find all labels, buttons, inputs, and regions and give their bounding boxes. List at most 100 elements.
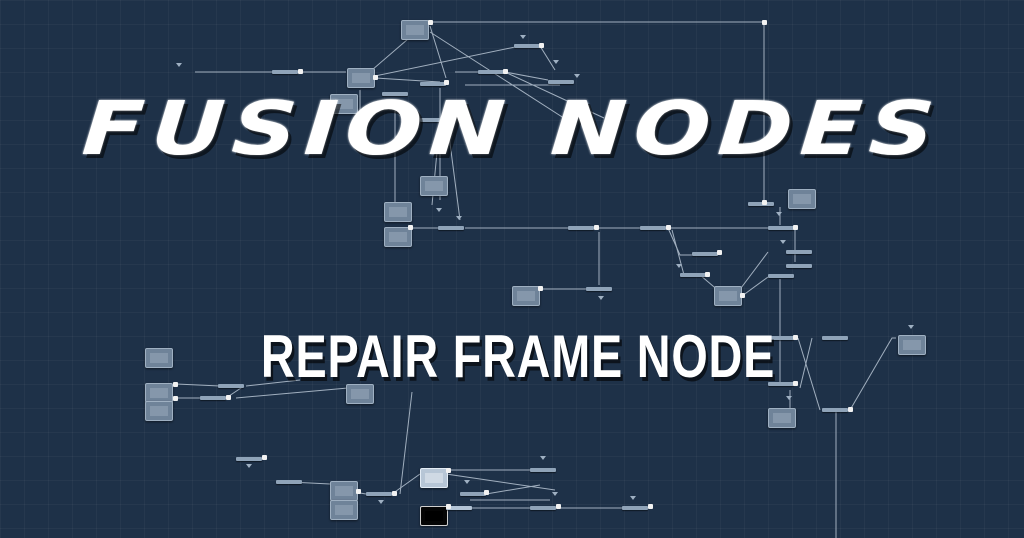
node-bar[interactable]: [692, 252, 718, 256]
node-bar[interactable]: [640, 226, 666, 230]
node-bar[interactable]: [568, 226, 594, 230]
node-tile[interactable]: [346, 384, 374, 404]
node-tile[interactable]: [145, 401, 173, 421]
output-port-icon[interactable]: [793, 335, 798, 340]
node-bar[interactable]: [768, 226, 794, 230]
node-bar[interactable]: [822, 408, 848, 412]
output-port-icon[interactable]: [705, 272, 710, 277]
output-port-icon[interactable]: [666, 225, 671, 230]
node-tile[interactable]: [512, 286, 540, 306]
node-bar[interactable]: [438, 226, 464, 230]
node-bar[interactable]: [366, 492, 392, 496]
node-bar[interactable]: [276, 480, 302, 484]
node-tile[interactable]: [330, 500, 358, 520]
banner-subtitle: REPAIR FRAME NODE: [260, 323, 776, 390]
node-tile[interactable]: [330, 94, 358, 114]
input-arrow-icon: [676, 264, 682, 268]
output-port-icon[interactable]: [740, 293, 745, 298]
output-port-icon[interactable]: [428, 20, 433, 25]
input-arrow-icon: [436, 208, 442, 212]
node-tile[interactable]: [420, 176, 448, 196]
node-bar[interactable]: [460, 492, 486, 496]
node-tile[interactable]: [768, 408, 796, 428]
input-arrow-icon: [598, 296, 604, 300]
node-tile[interactable]: [145, 348, 173, 368]
input-arrow-icon: [630, 496, 636, 500]
input-arrow-icon: [540, 456, 546, 460]
node-bar[interactable]: [478, 70, 504, 74]
node-bar[interactable]: [446, 506, 472, 510]
output-port-icon[interactable]: [408, 225, 413, 230]
input-arrow-icon: [456, 216, 462, 220]
output-port-icon[interactable]: [298, 69, 303, 74]
output-port-icon[interactable]: [173, 396, 178, 401]
node-bar[interactable]: [200, 396, 226, 400]
output-port-icon[interactable]: [356, 489, 361, 494]
banner-title: FUSION NODES: [79, 86, 945, 172]
node-bar[interactable]: [272, 70, 298, 74]
output-port-icon[interactable]: [262, 455, 267, 460]
output-port-icon[interactable]: [484, 490, 489, 495]
node-bar[interactable]: [236, 457, 262, 461]
output-port-icon[interactable]: [446, 504, 451, 509]
node-bar[interactable]: [786, 250, 812, 254]
node-tile[interactable]: [384, 202, 412, 222]
node-tile[interactable]: [788, 189, 816, 209]
node-bar[interactable]: [420, 118, 446, 122]
input-arrow-icon: [776, 212, 782, 216]
node-bar[interactable]: [680, 273, 706, 277]
output-port-icon[interactable]: [717, 250, 722, 255]
input-arrow-icon: [378, 500, 384, 504]
node-bar[interactable]: [768, 336, 794, 340]
node-bar[interactable]: [768, 274, 794, 278]
output-port-icon[interactable]: [539, 43, 544, 48]
input-arrow-icon: [176, 63, 182, 67]
output-port-icon[interactable]: [793, 225, 798, 230]
node-bar[interactable]: [622, 506, 648, 510]
node-bar[interactable]: [786, 264, 812, 268]
input-arrow-icon: [553, 60, 559, 64]
output-port-icon[interactable]: [226, 395, 231, 400]
node-tile[interactable]: [330, 481, 358, 501]
input-arrow-icon: [780, 240, 786, 244]
node-tile[interactable]: [714, 286, 742, 306]
output-port-icon[interactable]: [392, 491, 397, 496]
node-bar[interactable]: [382, 92, 408, 96]
node-bar[interactable]: [768, 382, 794, 386]
output-port-icon[interactable]: [793, 381, 798, 386]
output-port-icon[interactable]: [538, 286, 543, 291]
node-bar[interactable]: [420, 82, 446, 86]
node-tile[interactable]: [401, 20, 429, 40]
output-port-icon[interactable]: [173, 382, 178, 387]
node-bar[interactable]: [514, 44, 540, 48]
output-port-icon[interactable]: [762, 200, 767, 205]
node-bar[interactable]: [530, 468, 556, 472]
output-port-icon[interactable]: [594, 225, 599, 230]
node-bar[interactable]: [218, 384, 244, 388]
output-port-icon[interactable]: [556, 504, 561, 509]
input-arrow-icon: [574, 74, 580, 78]
output-port-icon[interactable]: [503, 69, 508, 74]
input-arrow-icon: [520, 35, 526, 39]
input-arrow-icon: [246, 464, 252, 468]
input-arrow-icon: [786, 396, 792, 400]
output-port-icon[interactable]: [648, 504, 653, 509]
output-port-icon[interactable]: [848, 407, 853, 412]
output-port-icon[interactable]: [446, 468, 451, 473]
node-tile[interactable]: [347, 68, 375, 88]
node-tile-black[interactable]: [420, 506, 448, 526]
node-bar[interactable]: [586, 287, 612, 291]
node-bar[interactable]: [822, 336, 848, 340]
output-port-icon[interactable]: [444, 80, 449, 85]
output-port-icon[interactable]: [762, 20, 767, 25]
node-tile-selected[interactable]: [420, 468, 448, 488]
input-arrow-icon: [552, 492, 558, 496]
node-bar[interactable]: [748, 202, 774, 206]
node-tile[interactable]: [384, 227, 412, 247]
node-bar[interactable]: [530, 506, 556, 510]
output-port-icon[interactable]: [373, 75, 378, 80]
node-bar[interactable]: [548, 80, 574, 84]
node-tile[interactable]: [898, 335, 926, 355]
